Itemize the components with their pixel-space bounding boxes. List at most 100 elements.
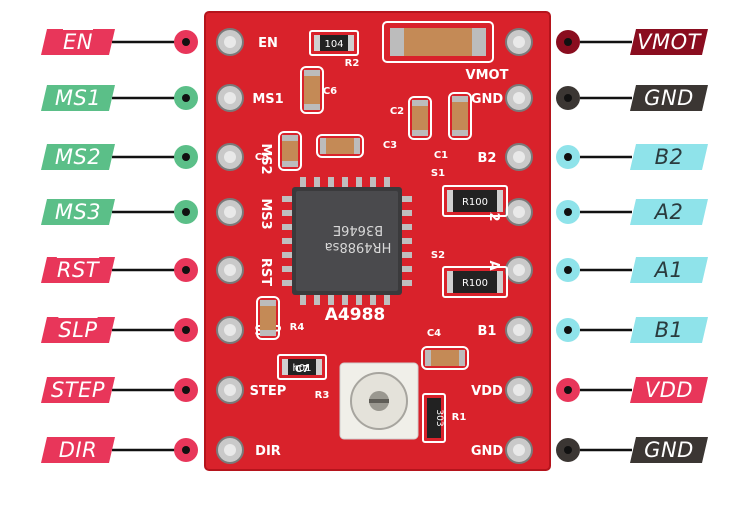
component-ref: C3 bbox=[383, 140, 397, 151]
board-pin-right-hole bbox=[513, 384, 525, 396]
capacitor-c6-end bbox=[304, 104, 320, 110]
sense-resistor-2-cap-l bbox=[447, 271, 453, 293]
connector-dot-center bbox=[564, 386, 572, 394]
pin-label-left: STEP bbox=[41, 377, 115, 403]
connector-dot-center bbox=[564, 94, 572, 102]
pin-label-right: A1 bbox=[630, 257, 708, 283]
pin-label-text: VDD bbox=[645, 378, 693, 402]
pin-label-left: MS2 bbox=[41, 144, 115, 170]
pin-label-text: DIR bbox=[59, 438, 97, 462]
pin-label-text: A2 bbox=[655, 200, 684, 224]
component-ref: C7 bbox=[295, 364, 309, 375]
capacitor-c2-end bbox=[412, 100, 428, 106]
sense-resistor-2-cap-r bbox=[497, 271, 503, 293]
chip-lead bbox=[342, 295, 348, 305]
pin-label-right: VDD bbox=[630, 377, 708, 403]
resistor-r2-cap-r bbox=[348, 35, 354, 51]
component-ref: R1 bbox=[452, 412, 467, 423]
chip-lead bbox=[282, 196, 292, 202]
chip-lead bbox=[282, 224, 292, 230]
connector-dot-center bbox=[182, 94, 190, 102]
bulk-cap-end bbox=[390, 28, 404, 56]
pin-label-left: EN bbox=[41, 29, 115, 55]
board-pin-right-hole bbox=[513, 444, 525, 456]
capacitor-c3-end bbox=[320, 138, 326, 154]
pin-label-right: GND bbox=[630, 437, 708, 463]
silk-label-right: GND bbox=[471, 444, 504, 459]
pin-label-right: GND bbox=[630, 85, 708, 111]
connector-dot-center bbox=[564, 326, 572, 334]
component-ref: S2 bbox=[431, 250, 445, 261]
component-ref: C6 bbox=[323, 86, 337, 97]
pin-label-text: SLP bbox=[58, 318, 97, 342]
chip-lead bbox=[282, 238, 292, 244]
connector-dot-center bbox=[182, 266, 190, 274]
pin-label-left: RST bbox=[41, 257, 115, 283]
capacitor-c3 bbox=[317, 135, 363, 157]
chip-lead bbox=[282, 280, 292, 286]
capacitor-c2-end bbox=[412, 130, 428, 136]
resistor-r2-cap-l bbox=[314, 35, 320, 51]
capacitor-c6 bbox=[301, 67, 323, 113]
connector-dot-center bbox=[182, 446, 190, 454]
chip-lead bbox=[356, 177, 362, 187]
capacitor-c5 bbox=[279, 132, 301, 170]
capacitor-c7 bbox=[257, 297, 279, 339]
connector-dot-center bbox=[182, 326, 190, 334]
resistor-r3-cap-r bbox=[316, 359, 322, 375]
connector-dot-center bbox=[182, 153, 190, 161]
board-pin-left-hole bbox=[224, 92, 236, 104]
capacitor-c1-end bbox=[452, 96, 468, 102]
silk-label-left: EN bbox=[258, 36, 278, 51]
chip-lead bbox=[384, 177, 390, 187]
chip-lead bbox=[282, 266, 292, 272]
chip-lead bbox=[328, 177, 334, 187]
pin-label-text: B2 bbox=[655, 145, 684, 169]
board-pin-left-hole bbox=[224, 444, 236, 456]
pin-label-text: MS3 bbox=[55, 200, 101, 224]
pin-label-left: DIR bbox=[41, 437, 115, 463]
silk-label-right: VMOT bbox=[466, 68, 509, 83]
chip-lead bbox=[402, 224, 412, 230]
capacitor-c1 bbox=[449, 93, 471, 139]
connector-dot-center bbox=[182, 386, 190, 394]
pin-label-text: GND bbox=[644, 438, 694, 462]
bulk-cap-body bbox=[390, 28, 486, 56]
resistor-r3-cap-l bbox=[282, 359, 288, 375]
chip-lead bbox=[402, 238, 412, 244]
pin-label-text: A1 bbox=[655, 258, 684, 282]
chip-marking-2: B3646E bbox=[333, 222, 383, 237]
potentiometer bbox=[340, 363, 418, 439]
connector-dot-center bbox=[564, 153, 572, 161]
pin-label-right: B2 bbox=[630, 144, 708, 170]
pin-label-left: MS3 bbox=[41, 199, 115, 225]
board-pin-left-hole bbox=[224, 264, 236, 276]
capacitor-c6-end bbox=[304, 70, 320, 76]
chip-lead bbox=[300, 295, 306, 305]
chip-lead bbox=[384, 295, 390, 305]
board-pin-right-hole bbox=[513, 206, 525, 218]
chip-lead bbox=[314, 295, 320, 305]
pin-label-text: GND bbox=[644, 86, 694, 110]
board-pin-right-hole bbox=[513, 324, 525, 336]
silk-label-right: B2 bbox=[478, 151, 497, 166]
bulk-cap-end bbox=[472, 28, 486, 56]
board-pin-right-hole bbox=[513, 36, 525, 48]
capacitor-c5-end bbox=[282, 161, 298, 167]
sense-resistor-2-label: R100 bbox=[462, 278, 488, 289]
chip-lead bbox=[328, 295, 334, 305]
silk-label-left: MS3 bbox=[258, 198, 273, 229]
chip-lead bbox=[402, 266, 412, 272]
sense-resistor-1-cap-r bbox=[497, 190, 503, 212]
pin-label-text: EN bbox=[63, 30, 93, 54]
component-ref: R2 bbox=[345, 58, 360, 69]
silk-label-left: MS1 bbox=[252, 92, 283, 107]
board-pin-right-hole bbox=[513, 151, 525, 163]
component-ref: C5 bbox=[255, 152, 269, 163]
silk-label-right: GND bbox=[471, 92, 504, 107]
board-pin-left-hole bbox=[224, 324, 236, 336]
chip-lead bbox=[282, 210, 292, 216]
chip-lead bbox=[402, 210, 412, 216]
chip-lead bbox=[402, 280, 412, 286]
